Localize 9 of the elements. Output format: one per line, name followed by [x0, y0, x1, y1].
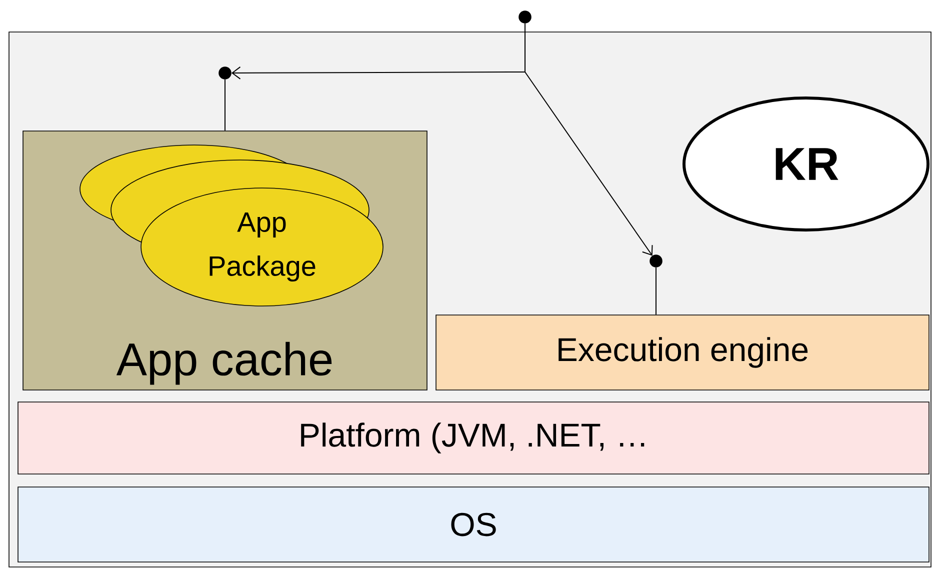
connector: [524, 22, 653, 256]
connector-dot: [650, 254, 662, 268]
os-bar: OS: [18, 486, 930, 562]
connector: [224, 78, 226, 132]
package-stack: App Package: [80, 144, 384, 306]
connector-dot: [218, 66, 232, 80]
engine-box: Execution engine: [436, 314, 930, 390]
connector-dot: [518, 10, 532, 24]
platform-bar: Platform (JVM, .NET, …: [18, 402, 930, 474]
